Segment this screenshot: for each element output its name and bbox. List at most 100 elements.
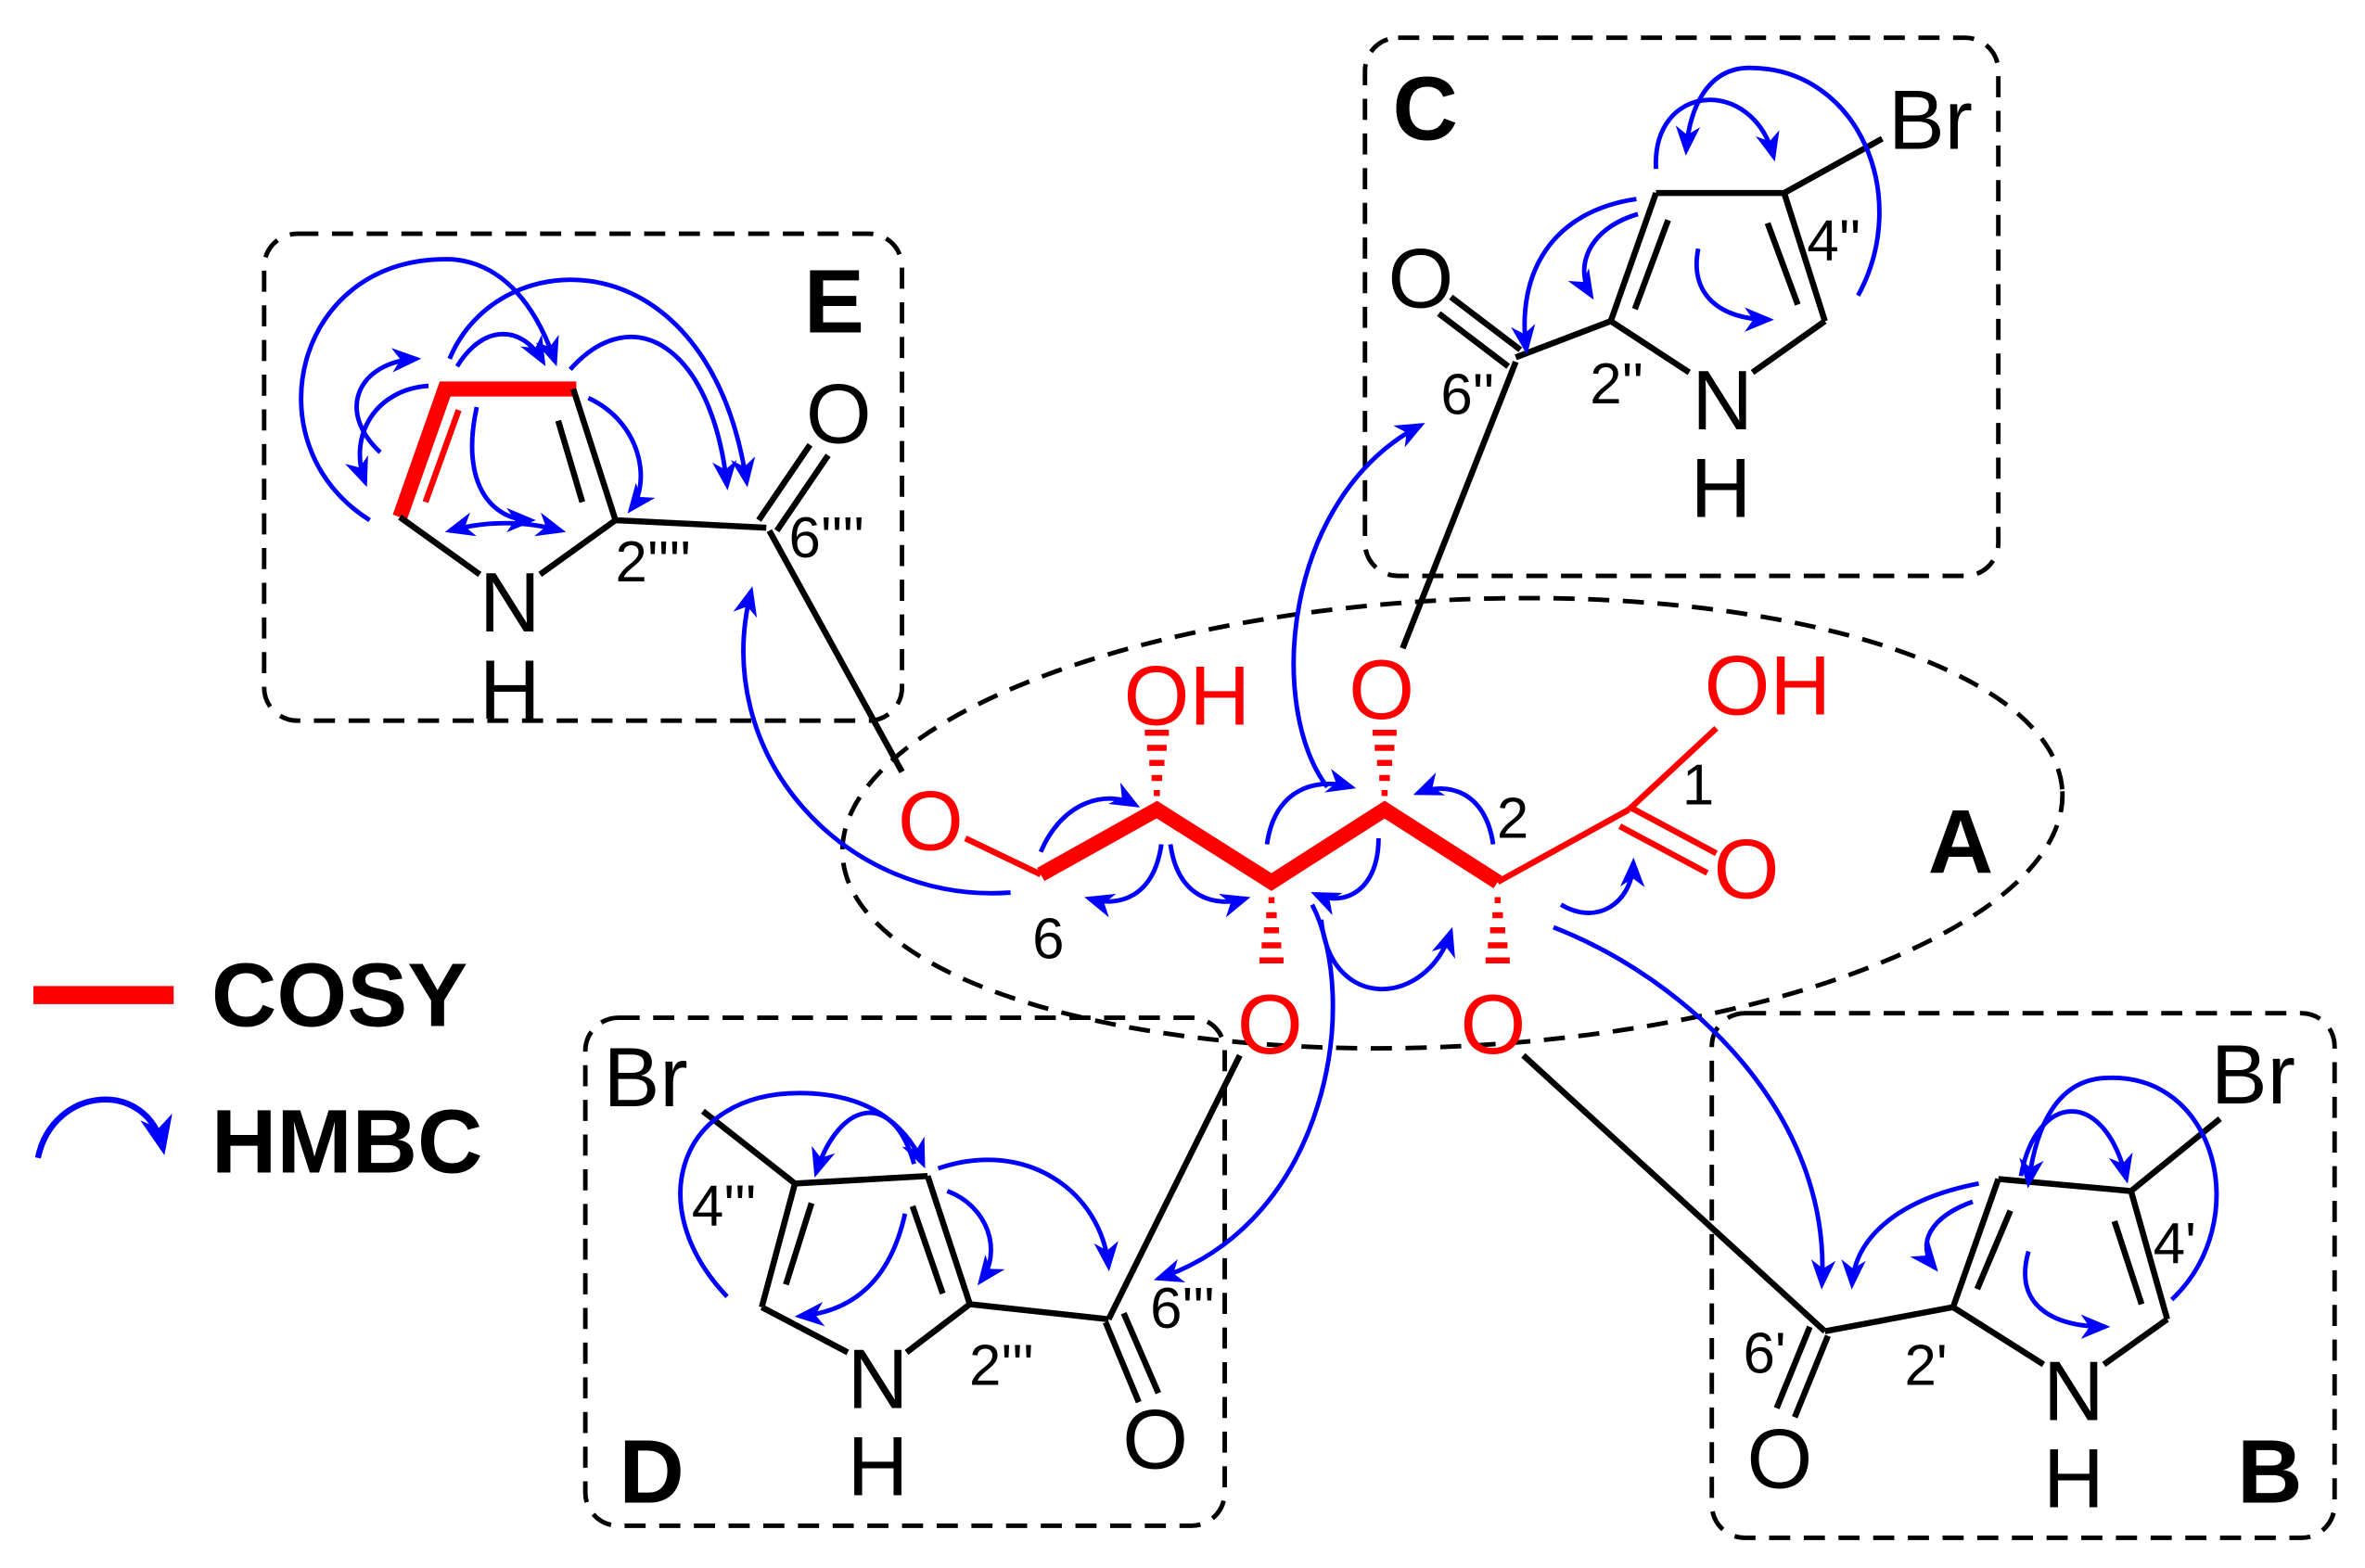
hmbc-arrow-a-h5-c6 [1084, 844, 1164, 918]
hmbc-arrow-a-h2-c1 [1559, 857, 1645, 915]
cosy-bond-e-ring [392, 381, 577, 520]
locant-c2: 2 [1497, 786, 1528, 850]
atom-c-n-label: N [1692, 354, 1753, 448]
hmbc-arrow-e-h5-c3 [299, 257, 559, 523]
hmbc-arrow-c-h3-c5 [1694, 248, 1774, 332]
atom-e-n-label: N [479, 556, 541, 650]
bond-c-c6-o-ester [1400, 361, 1519, 650]
locant-c6: 6 [1032, 907, 1064, 971]
bond-e-c2-c6 [615, 516, 767, 531]
atom-c-h-label: H [1691, 441, 1752, 535]
bond-e-c4-c5-inner [422, 409, 462, 504]
bond-b-c2-c3-inner [1974, 1209, 2013, 1291]
fragment-a-ellipse [839, 595, 2065, 1051]
bond-c-c4-c5-inner [1764, 222, 1801, 306]
locant-e-c6: 6'''' [789, 506, 865, 570]
atom-b-o-label: O [1746, 1412, 1812, 1506]
locant-b-c2: 2' [1905, 1334, 1948, 1398]
fragment-d-structure: Br N H O 4''' 2''' 6''' D [604, 1031, 1243, 1522]
hmbc-arrow-a-h4-c3 [1264, 769, 1357, 845]
hmbc-arrow-b-h3-c6 [1841, 1180, 1979, 1290]
bond-d-c3-c2 [925, 1175, 973, 1306]
bond-b-c3-c4 [1998, 1176, 2132, 1194]
hmbc-arrow-e-h3-c6 [569, 334, 737, 491]
hmbc-arrow-a-h6-c6-e [733, 586, 1011, 896]
hmbc-arrow-b-h3-c2 [1910, 1199, 1974, 1272]
bond-e-c6-o-ester [766, 529, 905, 774]
fragment-d-label: D [619, 1421, 684, 1522]
bond-d-c5-c4 [759, 1182, 799, 1308]
hmbc-arrow-d-h3-c4 [812, 1110, 916, 1179]
locant-d-c2: 2''' [969, 1334, 1034, 1398]
bond-c1-o-double-a [1627, 804, 1719, 857]
hmbc-arrow-e-h4-c3 [454, 331, 546, 368]
hash-wedge-c4-o [1259, 897, 1284, 963]
bond-b-c6-o-double-b [1773, 1325, 1813, 1409]
atom-o6-label: O [898, 775, 964, 869]
hmbc-arrow-e-h3-c2 [587, 396, 656, 514]
atom-o4-label: O [1237, 978, 1303, 1072]
bond-e-c3-c2 [570, 388, 619, 521]
bond-d-c3-c2-inner [909, 1205, 946, 1295]
atom-b-h-label: H [2043, 1433, 2104, 1526]
atom-d-o-label: O [1122, 1393, 1188, 1486]
atom-o3-label: O [1349, 644, 1414, 737]
fragment-e-box [262, 231, 905, 723]
fragment-a-label: A [1928, 791, 1993, 892]
atom-d-h-label: H [848, 1421, 909, 1514]
cosy-chain-c6-c2 [1037, 800, 1502, 891]
hash-wedge-c3-o [1372, 729, 1397, 797]
bond-b-c4-br [2128, 1115, 2222, 1194]
bond-d-n-c5 [760, 1304, 850, 1356]
bond-c-c5-n [1750, 318, 1827, 376]
hmbc-arrow-a-h3-c6-c [1291, 423, 1425, 789]
bond-c-n-c2 [1608, 318, 1692, 376]
atom-d-n-label: N [848, 1332, 909, 1426]
bond-e-c3-c2-inner [555, 419, 585, 504]
bond-d-c4-br [700, 1108, 798, 1186]
hmbc-arrow-a-h6-c5 [1038, 782, 1141, 853]
hmbc-arrows [299, 65, 2219, 1340]
bond-c1-o-double-b [1617, 823, 1709, 876]
fragment-e-structure: O N H 6'''' 2'''' E [392, 251, 905, 774]
hash-wedge-c5-oh [1144, 729, 1170, 797]
hmbc-arrow-b-h3-c5 [2023, 1250, 2111, 1340]
bond-b-n-c2 [1951, 1304, 2046, 1368]
bond-c2-c1 [1496, 807, 1630, 886]
atom-b-br-label: Br [2211, 1028, 2295, 1122]
atom-b-n-label: N [2043, 1345, 2104, 1438]
hmbc-arrow-e-h4-c6 [447, 277, 756, 488]
bond-d-c4-c3 [794, 1173, 928, 1187]
bond-b-c4-c5 [2128, 1190, 2170, 1320]
bond-c1-oh [1627, 725, 1719, 812]
hmbc-arrow-a-h2-c3 [1413, 772, 1496, 845]
bond-d-c5-c4-inner [783, 1202, 815, 1286]
fragment-a-structure: O OH O O O OH O 1 2 6 A [898, 639, 1993, 1072]
atom-e-h-label: H [479, 644, 541, 737]
hmbc-arrow-a-h5-c4 [1168, 844, 1251, 918]
bond-b-c2-c3 [1950, 1178, 2001, 1308]
hmbc-arrow-e-c5-c2-double [444, 512, 567, 537]
bond-d-c6-o-double-b [1120, 1311, 1161, 1395]
fragment-c-label: C [1393, 58, 1458, 159]
atom-oh5-label: OH [1124, 650, 1251, 744]
hmbc-arrow-e-h4-c5 [345, 383, 429, 488]
fragment-b-label: B [2237, 1421, 2302, 1522]
locant-c-c4: 4'' [1807, 210, 1860, 274]
hmbc-arrow-c-h3-c2 [1567, 211, 1639, 300]
bond-c-c2-c3-inner [1631, 219, 1671, 311]
bond-e-n-c5 [398, 515, 482, 578]
bond-c-c6-o-double-a [1449, 294, 1523, 352]
locant-d-c6: 6''' [1150, 1277, 1215, 1341]
hmbc-arrow-a-h4-c6-d [1153, 903, 1336, 1282]
fragment-c-box [1362, 35, 2001, 579]
locant-d-c4: 4''' [692, 1174, 757, 1238]
hmbc-arrow-a-h3-c4 [1310, 838, 1381, 916]
bond-d-c2-n [904, 1301, 972, 1356]
hmbc-arrow-e-h5-c4 [354, 348, 422, 454]
legend-hmbc-label: HMBC [211, 1090, 483, 1192]
bond-b-c6-o-double-a [1792, 1334, 1831, 1419]
hmbc-arrow-c-h3-c6 [1511, 197, 1637, 355]
atom-c-o-label: O [1387, 232, 1453, 325]
bond-d-c6-o-ester [1106, 1053, 1243, 1321]
